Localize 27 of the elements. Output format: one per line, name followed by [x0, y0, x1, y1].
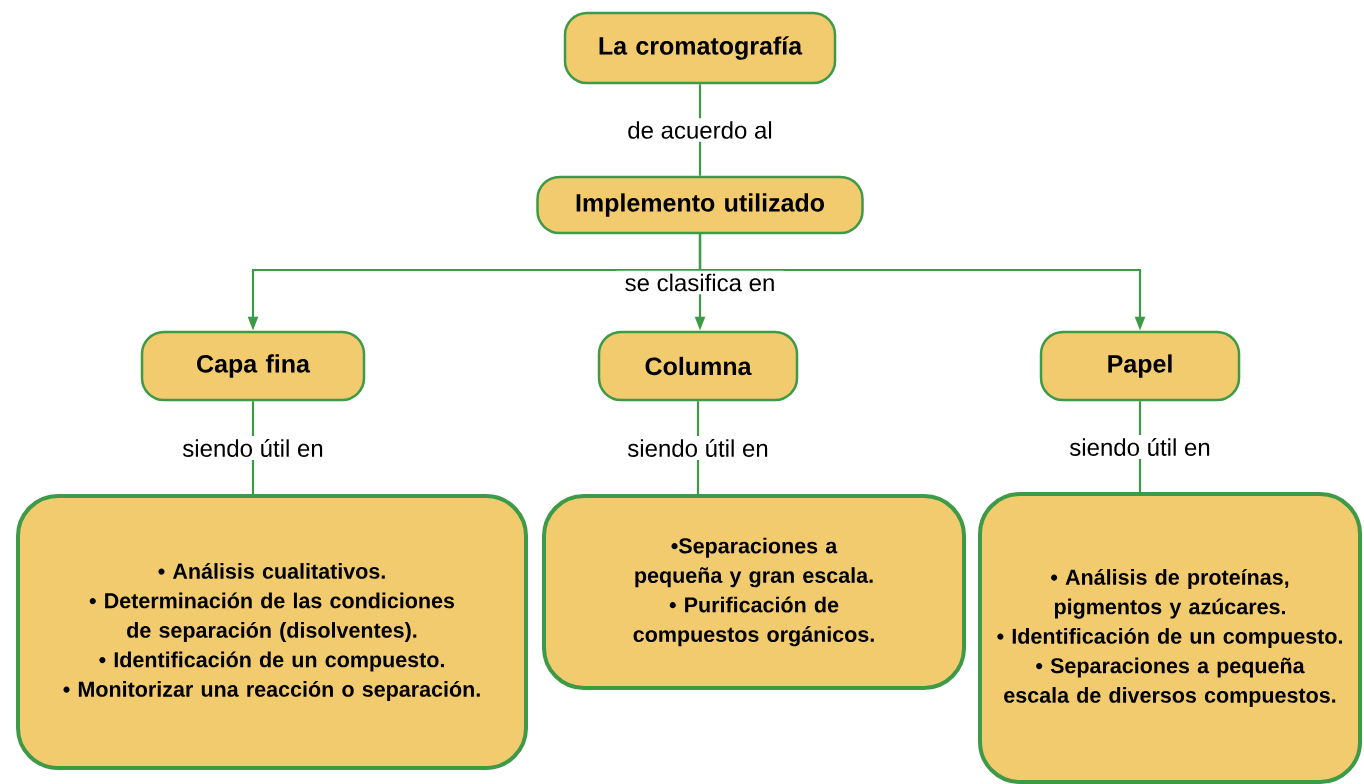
edge-label: siendo útil en — [174, 436, 332, 460]
description-box — [978, 492, 1362, 784]
edge-label: de acuerdo al — [619, 118, 781, 142]
node-label: La cromatografía — [599, 36, 803, 60]
concept-box — [536, 175, 864, 235]
node-label: Columna — [645, 356, 752, 376]
node-label: •Separaciones a pequeña y gran escala. — [635, 537, 873, 588]
node-label: Capa fina — [197, 354, 311, 378]
concept-box — [140, 330, 366, 402]
description-box — [16, 494, 528, 770]
concept-box — [1039, 330, 1241, 402]
concept-box — [563, 11, 837, 85]
node-label: • Análisis cualitativos. — [158, 562, 385, 579]
edge-label: siendo útil en — [1061, 435, 1219, 459]
description-box — [542, 494, 966, 690]
node-label: • Separaciones a pequeña escala de diversos compuestos. — [1004, 657, 1336, 708]
concept-box — [597, 330, 799, 402]
node-label: Implemento utilizado — [576, 193, 825, 217]
edge-label: siendo útil en — [619, 436, 777, 460]
node-label: • Identificación de un compuesto. — [99, 651, 444, 672]
node-label: • Identificación de un compuesto. — [997, 627, 1342, 649]
node-label: • Determinación de las condiciones de separación (disolventes). — [89, 592, 455, 643]
node-label: Papel — [1108, 354, 1172, 378]
node-label: • Purificación de compuestos orgánicos. — [633, 596, 874, 647]
edge-label: se clasifica en — [616, 270, 784, 295]
node-label: • Análisis de proteínas, pigmentos y azúcares. — [1051, 568, 1289, 619]
node-label: • Monitorizar una reacción o separación. — [63, 680, 480, 702]
